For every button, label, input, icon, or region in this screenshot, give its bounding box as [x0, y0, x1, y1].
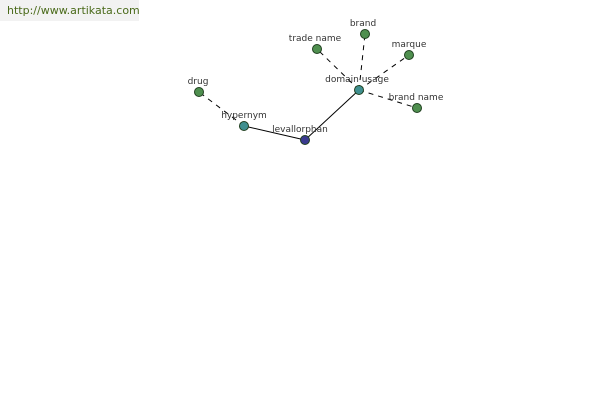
- node-brand[interactable]: brand: [350, 19, 376, 39]
- node-dot-hypernym[interactable]: [239, 121, 249, 131]
- node-dot-brand-name[interactable]: [412, 103, 422, 113]
- node-domain-usage[interactable]: domain usage: [325, 75, 389, 95]
- node-dot-domain-usage[interactable]: [354, 85, 364, 95]
- node-label-marque[interactable]: marque: [392, 40, 427, 50]
- node-dot-drug[interactable]: [194, 87, 204, 97]
- node-trade-name[interactable]: trade name: [289, 34, 342, 54]
- node-label-brand-name[interactable]: brand name: [389, 93, 444, 103]
- edges-layer: [198, 33, 418, 141]
- node-label-levallorphan[interactable]: levallorphan: [272, 125, 328, 135]
- node-hypernym[interactable]: hypernym: [221, 111, 267, 131]
- nodes-layer: drug hypernym levallorphan domain usage trad…: [188, 19, 444, 145]
- node-brand-name[interactable]: brand name: [389, 93, 444, 113]
- node-label-domain-usage[interactable]: domain usage: [325, 75, 389, 85]
- node-dot-trade-name[interactable]: [312, 44, 322, 54]
- node-label-brand[interactable]: brand: [350, 19, 376, 29]
- edge-domain-usage-to-marque: [358, 54, 410, 91]
- node-marque[interactable]: marque: [392, 40, 427, 60]
- node-label-hypernym[interactable]: hypernym: [221, 111, 267, 121]
- edge-levallorphan-to-domain-usage: [304, 89, 360, 141]
- node-dot-marque[interactable]: [404, 50, 414, 60]
- edge-domain-usage-to-brand-name: [358, 89, 418, 109]
- site-url-link[interactable]: http://www.artikata.com: [7, 4, 140, 17]
- node-drug[interactable]: drug: [188, 77, 209, 97]
- node-dot-levallorphan[interactable]: [300, 135, 310, 145]
- node-label-drug[interactable]: drug: [188, 77, 209, 87]
- edge-levallorphan-to-hypernym: [243, 125, 306, 141]
- node-levallorphan[interactable]: levallorphan: [272, 125, 328, 145]
- node-dot-brand[interactable]: [360, 29, 370, 39]
- node-label-trade-name[interactable]: trade name: [289, 34, 342, 44]
- url-banner: http://www.artikata.com: [0, 0, 140, 21]
